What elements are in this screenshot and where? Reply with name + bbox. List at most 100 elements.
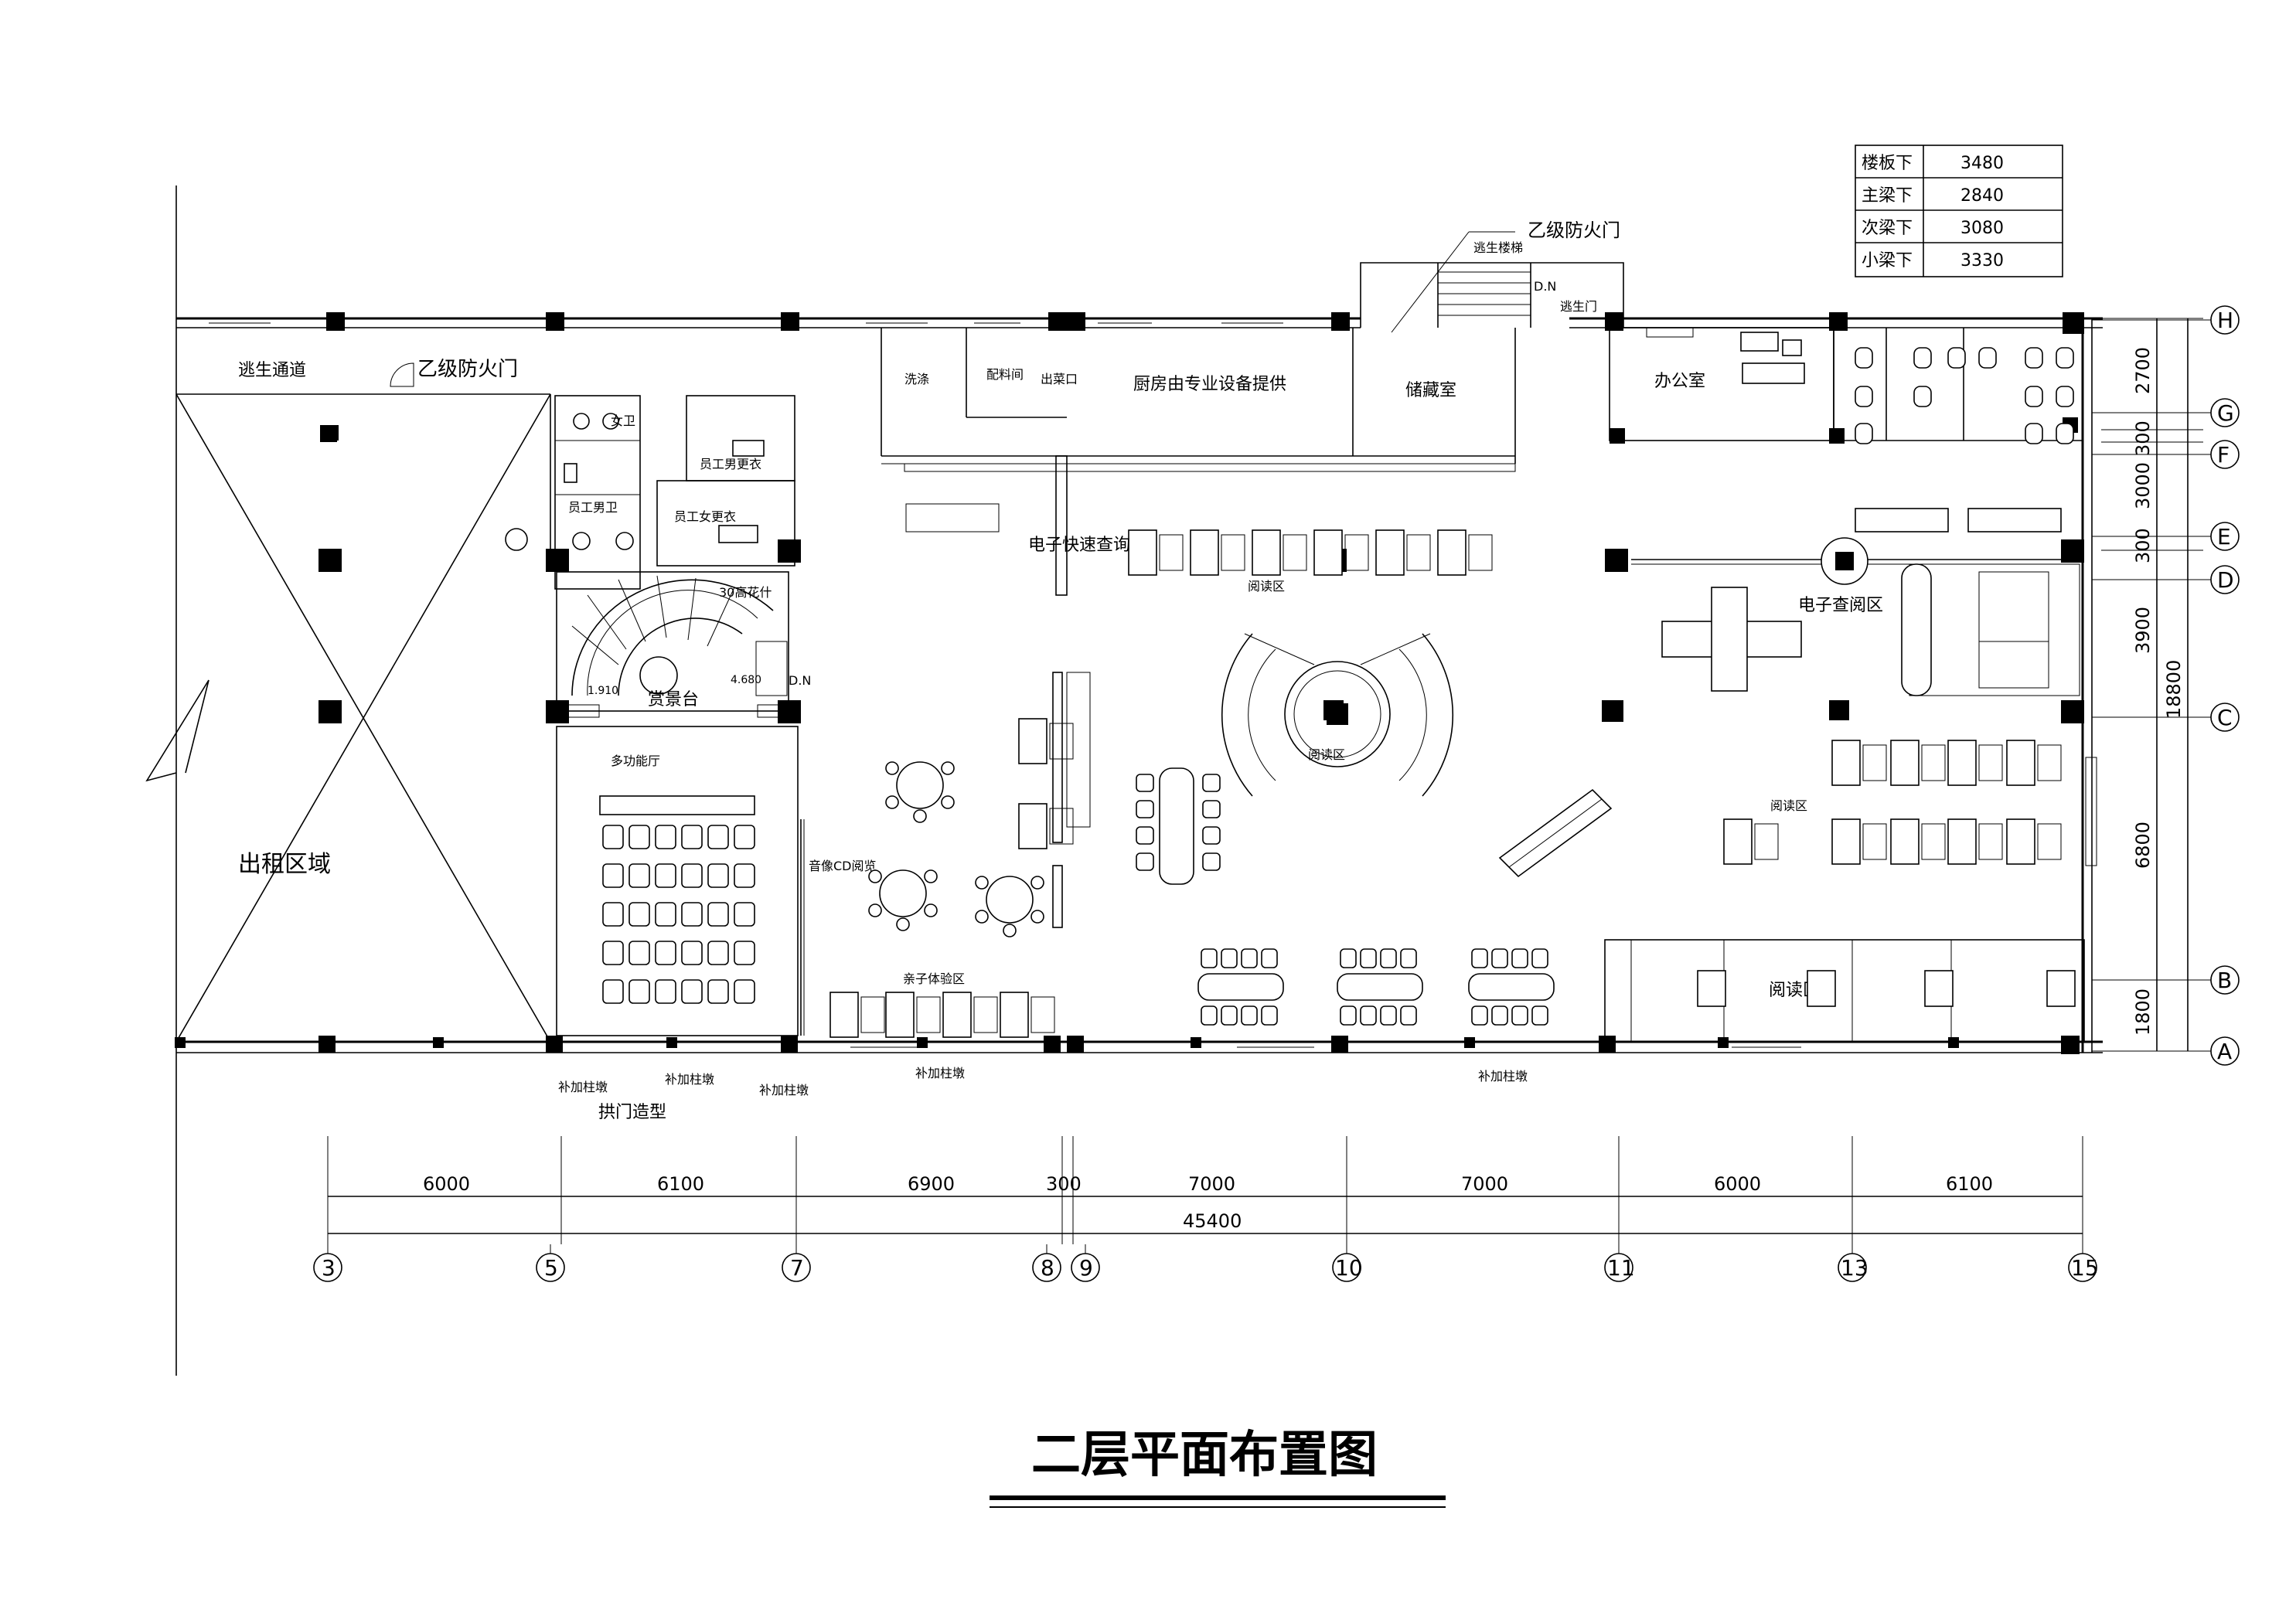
reading-desk <box>1221 534 1245 571</box>
toilet-fixture <box>1855 386 1873 407</box>
height-value-3: 3080 <box>1960 219 2004 238</box>
bottom-table-chair <box>1491 1005 1508 1026</box>
toilet-fixture <box>1855 423 1873 444</box>
round-table-chair <box>975 876 989 890</box>
hall-seat <box>602 979 624 1004</box>
round-table-chair <box>885 761 899 775</box>
axis-label-bottom: 9 <box>1079 1255 1093 1281</box>
bottom-table-chair <box>1201 948 1218 968</box>
axis-bubble <box>2210 565 2240 594</box>
partition-walls <box>800 672 1091 1036</box>
rental-area-label: 出租区域 <box>238 851 331 878</box>
round-table-chair <box>885 795 899 809</box>
bottom-table-chair <box>1340 1005 1357 1026</box>
bottom-table-chair <box>1400 1005 1417 1026</box>
hall-seat <box>734 979 755 1004</box>
reading-chair <box>1947 818 1977 865</box>
washing-label: 洗涤 <box>904 372 929 386</box>
bottom-table-chair <box>1221 1005 1238 1026</box>
axis-bubble <box>1332 1253 1361 1282</box>
reading-desk <box>1978 744 2003 781</box>
reading-chair <box>2006 818 2035 865</box>
hall-seat <box>707 825 729 849</box>
reading-chair <box>1437 529 1467 576</box>
hall-seat <box>734 825 755 849</box>
hall-seat <box>681 979 703 1004</box>
hall-seat <box>681 902 703 927</box>
toilet-fixtures <box>1855 347 2074 444</box>
reading-chair <box>1018 718 1048 764</box>
stair-level-2: 1.910 <box>588 685 618 697</box>
dimension-total-right: 18800 <box>2163 660 2185 719</box>
axis-label-bottom: 5 <box>544 1255 558 1281</box>
table-chair <box>1202 826 1221 845</box>
height-label-4: 小梁下 <box>1862 251 1913 270</box>
bottom-table-chair <box>1241 948 1258 968</box>
bottom-table <box>1197 973 1284 1001</box>
round-table <box>896 761 944 809</box>
bottom-table-chair <box>1360 1005 1377 1026</box>
axis-label-bottom: 10 <box>1335 1255 1363 1281</box>
e-reading-label: 电子查阅区 <box>1798 596 1883 615</box>
experience-label: 亲子体验区 <box>903 971 965 986</box>
reading-chair <box>829 992 859 1038</box>
reading-desk <box>1978 823 2003 860</box>
female-locker-label: 员工女更衣 <box>674 509 736 524</box>
bottom-table-chair <box>1491 948 1508 968</box>
axis-bubble <box>2210 1036 2240 1066</box>
reading-chair <box>1018 803 1048 849</box>
dimension-text-right: 1800 <box>2132 988 2154 1036</box>
table-chair <box>1202 800 1221 818</box>
reading-desk <box>1406 534 1431 571</box>
axis-label-bottom: 15 <box>2071 1255 2099 1281</box>
dimension-text-bottom: 6000 <box>1714 1173 1761 1195</box>
round-table-chair <box>1003 924 1017 937</box>
male-wc-label: 员工男卫 <box>568 500 618 515</box>
serving-label: 出菜口 <box>1041 372 1078 386</box>
fire-door-label-top: 乙级防火门 <box>1528 219 1620 241</box>
reading-desk <box>973 996 998 1033</box>
axis-label-bottom: 7 <box>790 1255 804 1281</box>
axis-label-bottom: 13 <box>1841 1255 1868 1281</box>
escape-passage-label: 逃生通道 <box>238 361 306 380</box>
reading-desk <box>2037 823 2062 860</box>
dn-top-label: D.N <box>1534 279 1556 294</box>
hall-seat <box>655 863 676 888</box>
reading-chair <box>1000 992 1029 1038</box>
reading-chair <box>1831 740 1861 786</box>
multi-hall-label: 多功能厅 <box>611 754 660 768</box>
reading-chair <box>2006 740 2035 786</box>
table-chair <box>1202 852 1221 871</box>
dimension-total-bottom: 45400 <box>1183 1210 1242 1232</box>
column-add-label-2: 补加柱墩 <box>665 1072 714 1087</box>
round-table-chair <box>924 869 938 883</box>
dimension-text-bottom: 7000 <box>1188 1173 1235 1195</box>
axis-bubble <box>2210 965 2240 995</box>
hall-seat <box>602 902 624 927</box>
bottom-table-chair <box>1241 1005 1258 1026</box>
bottom-table-chair <box>1511 1005 1528 1026</box>
hall-seats <box>602 825 755 1004</box>
dimension-text-right: 300 <box>2132 420 2154 456</box>
multifunction-hall <box>556 726 799 1036</box>
escape-stair-label: 逃生楼梯 <box>1473 240 1523 255</box>
table-chair <box>1136 800 1154 818</box>
kitchen-strip <box>881 328 1516 596</box>
round-table-chair <box>868 903 882 917</box>
reading-desk <box>1159 534 1184 571</box>
toilet-fixture <box>2025 423 2043 444</box>
hall-seat <box>681 863 703 888</box>
axis-label-bottom: 8 <box>1041 1255 1054 1281</box>
office-label: 办公室 <box>1654 372 1705 391</box>
round-table-chair <box>941 795 955 809</box>
reading-chair <box>1831 818 1861 865</box>
reading-chair <box>1890 818 1920 865</box>
column-add-label-4: 补加柱墩 <box>915 1066 965 1080</box>
hall-seat <box>707 902 729 927</box>
toilet-fixture <box>1978 347 1997 369</box>
door-swing <box>390 362 414 387</box>
reading-desk <box>1030 996 1055 1033</box>
bottom-table-chair <box>1471 1005 1488 1026</box>
